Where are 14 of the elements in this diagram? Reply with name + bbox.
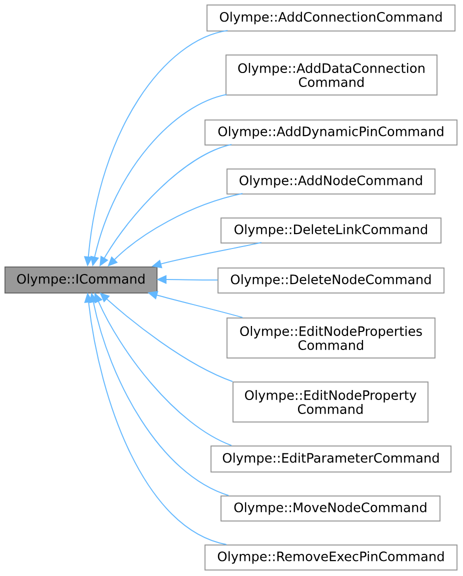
class-box: Olympe::AddConnectionCommand [206,4,456,32]
inheritance-arrow [100,292,233,382]
class-box: Olympe::EditNodeProperty Command [232,382,428,422]
class-box: Olympe::AddDynamicPinCommand [204,120,458,146]
base-class-box: Olympe::ICommand [4,266,158,294]
class-box: Olympe::DeleteLinkCommand [220,218,442,244]
class-box: Olympe::DeleteNodeCommand [218,268,444,294]
class-box: Olympe::RemoveExecPinCommand [204,544,458,570]
class-box: Olympe::AddDataConnection Command [226,54,438,96]
class-box: Olympe::EditParameterCommand [210,446,452,472]
class-box: Olympe::EditNodeProperties Command [226,318,436,358]
inheritance-arrow [108,193,243,266]
class-box: Olympe::AddNodeCommand [226,168,436,194]
class-box: Olympe::MoveNodeCommand [220,496,440,522]
